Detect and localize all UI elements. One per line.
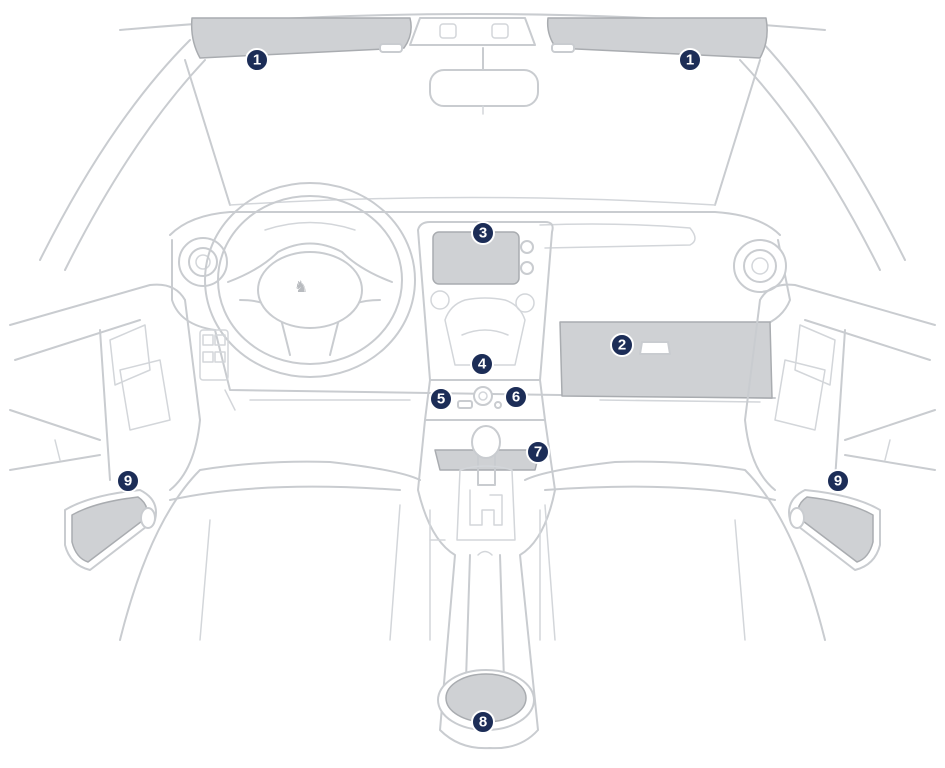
marker-glove-box: 2 (610, 333, 634, 357)
left-air-vent (178, 237, 228, 287)
console-tray (434, 449, 541, 471)
gear-lever (456, 425, 516, 541)
front-right-seat (524, 460, 826, 641)
floor-lines (429, 509, 541, 641)
marker-sun-visor-right: 1 (678, 48, 702, 72)
marker-label: 9 (124, 473, 132, 490)
marker-label: 9 (834, 473, 842, 490)
camera-housing (409, 17, 536, 46)
rearview-mirror (429, 47, 539, 115)
right-air-vent (733, 239, 787, 293)
left-door (9, 283, 201, 491)
marker-center-knob: 4 (470, 352, 494, 376)
center-stack (417, 221, 554, 381)
marker-console-tray: 7 (526, 440, 550, 464)
front-left-seat (119, 460, 421, 641)
steering-wheel: ♞ (204, 182, 416, 378)
lion-emblem-icon: ♞ (294, 277, 308, 296)
door-pocket-right (788, 489, 881, 571)
marker-screen: 3 (471, 221, 495, 245)
marker-jack-socket: 6 (504, 385, 528, 409)
marker-label: 1 (253, 52, 261, 69)
left-switch-panel (199, 329, 236, 411)
armrest (465, 550, 505, 681)
marker-usb-port: 5 (429, 387, 453, 411)
marker-door-pocket-right: 9 (826, 469, 850, 493)
center-console (417, 419, 556, 750)
marker-label: 7 (534, 444, 542, 461)
marker-door-pocket-left: 9 (116, 469, 140, 493)
marker-label: 5 (437, 391, 445, 408)
right-door (744, 283, 936, 491)
marker-label: 2 (618, 337, 626, 354)
marker-label: 8 (479, 714, 487, 731)
marker-label: 4 (478, 356, 487, 373)
sun-visor-right (546, 17, 768, 59)
marker-sun-visor-left: 1 (245, 48, 269, 72)
marker-label: 1 (686, 52, 694, 69)
glove-box (559, 321, 773, 399)
door-pocket-left (64, 489, 157, 571)
marker-cup-holder: 8 (471, 710, 495, 734)
sun-visor-left (190, 17, 412, 59)
marker-label: 3 (479, 225, 487, 242)
rear-cup-holder (437, 669, 535, 731)
marker-label: 6 (512, 389, 520, 406)
